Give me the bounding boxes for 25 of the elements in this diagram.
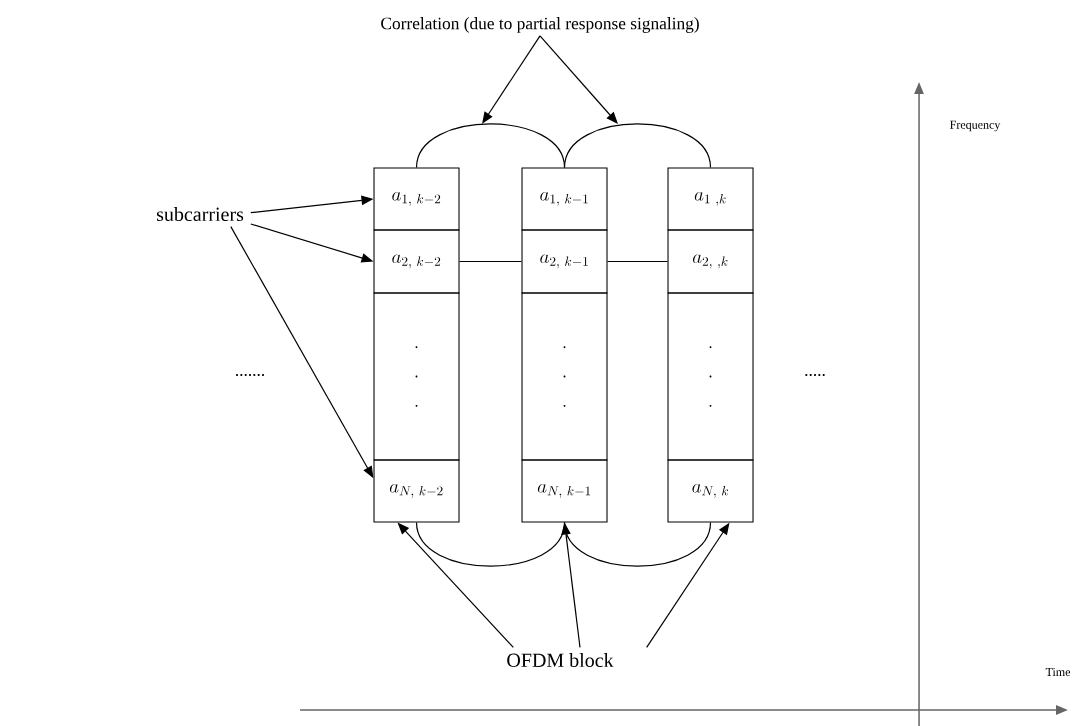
symbol-cell: . . . — [373, 292, 460, 461]
connector-line — [606, 260, 669, 263]
arrow — [482, 35, 541, 124]
symbol-cell: $a_{N,\ k}$ — [667, 459, 754, 523]
text-label: subcarriers — [156, 207, 244, 222]
symbol-cell: $a_{2,\ k-2}$ — [373, 229, 460, 294]
axis-label: Frequency — [950, 120, 1001, 132]
axis-label: Time — [1045, 668, 1071, 677]
arrow — [539, 35, 618, 124]
symbol-cell: $a_{N,\ k-2}$ — [373, 459, 460, 523]
symbol-cell: . . . — [667, 292, 754, 461]
symbol-cell: $a_{1,\ k-2}$ — [373, 167, 460, 231]
ellipsis: ....... — [236, 374, 265, 377]
text-label: Correlation (due to partial response signaling) — [381, 17, 699, 33]
symbol-cell: $a_{1,\ k-1}$ — [521, 167, 608, 231]
ellipsis: ..... — [805, 374, 825, 377]
symbol-cell: $a_{N,\ k-1}$ — [521, 459, 608, 523]
arc-connector — [415, 123, 566, 169]
arc-connector — [563, 123, 712, 169]
text-label: OFDM block — [507, 653, 614, 668]
symbol-cell: . . . — [521, 292, 608, 461]
symbol-cell: $a_{1\ ,k}$ — [667, 167, 754, 231]
connector-line — [458, 260, 523, 263]
symbol-cell: $a_{2,\ ,k}$ — [667, 229, 754, 294]
symbol-cell: $a_{2,\ k-1}$ — [521, 229, 608, 294]
